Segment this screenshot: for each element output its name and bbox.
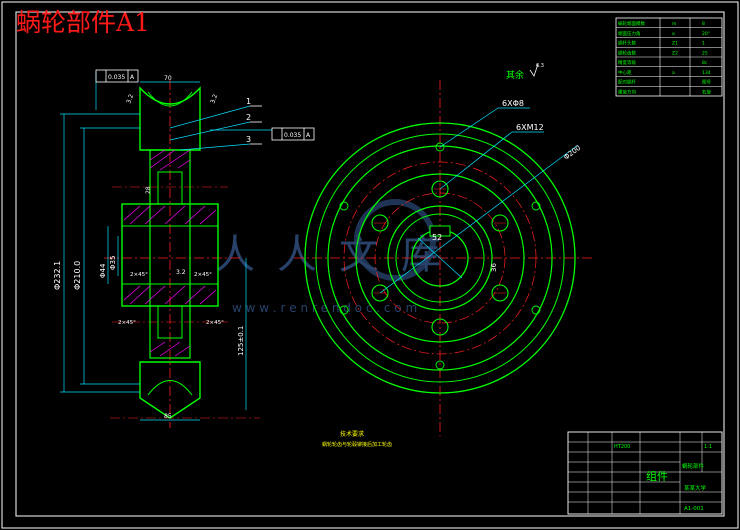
callout-label: 6XM12 — [516, 123, 544, 132]
callout-label: 6XΦ8 — [502, 99, 524, 108]
title-block: 组件 蜗轮部件 HT200 1:1 某某大学 A1-001 — [567, 431, 723, 515]
title-school: 某某大学 — [684, 484, 707, 492]
table-cell: 蜗轮齿数 — [618, 50, 636, 57]
watermark-url: w w w . r e n r e n d o c . c o m — [232, 301, 417, 315]
dimension-label: Φ232.1 — [53, 261, 62, 290]
table-cell: 25 — [702, 51, 708, 57]
table-cell: Z1 — [672, 41, 678, 47]
tolerance-frame-mid: 0.035 A — [271, 127, 315, 141]
table-cell: α — [672, 32, 675, 37]
surface-value: 6.3 — [536, 63, 544, 69]
table-cell: 图号 — [702, 80, 711, 86]
dimension-label: 125±0.1 — [237, 326, 245, 356]
table-cell: 蜗轮端面模数 — [618, 20, 645, 27]
tolerance-value: 0.035 — [108, 74, 125, 81]
technical-notes: 技术要求 蜗轮轮齿与轮毂铆接后加工轮齿 — [322, 430, 392, 448]
title-sheet-code: A1-001 — [684, 506, 704, 512]
table-cell: 20° — [702, 31, 710, 37]
watermark-text: 人人文库 — [215, 232, 463, 278]
table-cell: 134 — [702, 70, 711, 76]
table-cell: 1 — [702, 41, 705, 47]
table-cell: Z2 — [672, 51, 678, 57]
title-drawing-name: 蜗轮部件 — [682, 462, 705, 470]
roughness-label: 3.2 — [209, 93, 219, 105]
table-cell: 螺旋方向 — [618, 89, 636, 96]
tolerance-value: 0.035 — [284, 132, 301, 139]
title-material: HT200 — [614, 444, 630, 450]
title-scale: 1:1 — [704, 444, 712, 450]
title-part-name: 组件 — [646, 469, 668, 483]
dimension-label: 52 — [432, 233, 442, 242]
datum-label: A — [130, 74, 135, 81]
dimension-label: 28 — [145, 186, 152, 194]
chamfer-label: 2×45° — [194, 272, 212, 278]
section-view: 0.035 A 0.035 A 1 2 3 Φ232.1 Φ210.0 Φ44 … — [53, 69, 315, 428]
notes-line: 蜗轮轮齿与轮毂铆接后加工轮齿 — [322, 441, 392, 448]
callout-label: Φ200 — [562, 144, 582, 162]
dimension-label: 36 — [490, 263, 498, 272]
table-cell: a — [672, 71, 675, 76]
chamfer-label: 2×45° — [118, 320, 136, 326]
dimension-label: 85 — [164, 413, 172, 420]
dimension-label: Φ44 — [99, 263, 107, 278]
table-cell: 中心距 — [618, 69, 632, 76]
chamfer-label: 2×45° — [206, 320, 224, 326]
part-number: 1 — [246, 97, 251, 106]
table-cell: 配对蜗杆 — [618, 79, 636, 86]
table-cell: m — [672, 22, 676, 27]
dimension-label: Φ35 — [109, 256, 117, 270]
roughness-label: 3.2 — [125, 93, 135, 105]
inner-frame — [15, 11, 725, 517]
part-number: 3 — [246, 135, 251, 144]
table-cell: 精度等级 — [618, 59, 636, 66]
table-cell: 蜗杆头数 — [618, 40, 636, 47]
notes-heading: 技术要求 — [340, 430, 364, 438]
params-table: 蜗轮端面模数 m 8 端面压力角 α 20° 蜗杆头数 Z1 1 蜗轮齿数 Z2… — [615, 17, 723, 97]
dimension-label: 70 — [164, 75, 172, 82]
watermark-logo — [354, 199, 436, 281]
part-number: 2 — [246, 113, 251, 122]
tolerance-frame-top: 0.035 A — [95, 69, 139, 83]
dimension-label: Φ210.0 — [73, 261, 82, 290]
drawing-title: 蜗轮部件A1 — [16, 8, 150, 37]
table-cell: 右旋 — [702, 89, 711, 96]
table-cell: 8 — [702, 21, 705, 27]
datum-label: A — [306, 132, 311, 139]
chamfer-label: 2×45° — [130, 272, 148, 278]
surface-note: 其余 — [506, 69, 524, 81]
dimension-label: 3.2 — [176, 269, 186, 276]
table-cell: 端面压力角 — [618, 30, 641, 37]
table-cell: 8c — [702, 60, 708, 66]
